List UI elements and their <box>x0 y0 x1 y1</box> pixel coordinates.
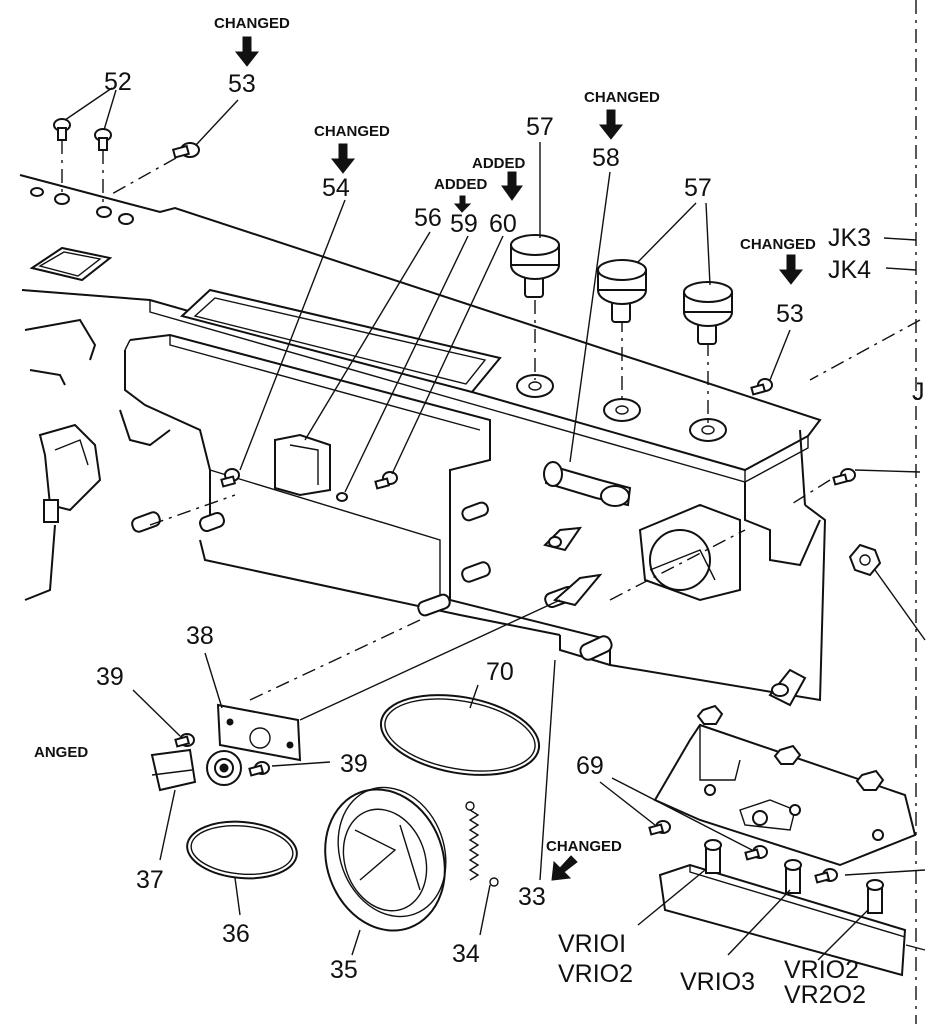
part-38: 38 <box>186 622 214 650</box>
resistor-vr103: VRIO3 <box>680 968 755 996</box>
part-59: 59 <box>450 210 478 238</box>
part-36: 36 <box>222 920 250 948</box>
top-panel <box>19 174 822 483</box>
part-56: 56 <box>414 204 442 232</box>
part-33: 33 <box>518 883 546 911</box>
chassis-frame <box>24 318 882 707</box>
jack-j: J <box>912 378 925 406</box>
part-39-left: 39 <box>96 663 124 691</box>
resistor-vr102-right: VRIO2 <box>784 956 859 984</box>
knobs <box>510 234 733 345</box>
part-60: 60 <box>489 210 517 238</box>
part-70: 70 <box>486 658 514 686</box>
tag-changed-partial: ANGED <box>34 744 88 761</box>
resistor-vr102-left: VRIO2 <box>558 960 633 988</box>
tag-changed-33: CHANGED <box>546 838 622 855</box>
part-54: 54 <box>322 174 350 202</box>
leader-lines <box>61 87 926 961</box>
jack-jk4: JK4 <box>828 256 871 284</box>
tag-changed-54: CHANGED <box>314 123 390 140</box>
part-58: 58 <box>592 144 620 172</box>
screws <box>53 118 856 884</box>
tag-added-59: ADDED <box>434 176 488 193</box>
part-52: 52 <box>104 68 132 96</box>
tag-changed-58: CHANGED <box>584 89 660 106</box>
part-53-right: 53 <box>776 300 804 328</box>
jack-jk3: JK3 <box>828 224 871 252</box>
part-69: 69 <box>576 752 604 780</box>
change-arrows <box>234 36 804 881</box>
part-39-right: 39 <box>340 750 368 778</box>
part-57-right: 57 <box>684 174 712 202</box>
knob-57-b <box>597 259 647 323</box>
knob-57-a <box>510 234 560 298</box>
part-35: 35 <box>330 956 358 984</box>
part-37: 37 <box>136 866 164 894</box>
part-53-top: 53 <box>228 70 256 98</box>
part-57-left: 57 <box>526 113 554 141</box>
part-34: 34 <box>452 940 480 968</box>
lower-parts <box>150 694 917 977</box>
knob-57-c <box>683 281 733 345</box>
tag-changed-53-right: CHANGED <box>740 236 816 253</box>
resistor-vr202: VR2O2 <box>784 981 866 1009</box>
resistor-vr101: VRIOI <box>558 930 626 958</box>
tag-added-60: ADDED <box>472 155 526 172</box>
callout-tags: CHANGED CHANGED ADDED ADDED CHANGED CHAN… <box>34 15 816 855</box>
part-numbers: 52 53 54 56 59 60 57 58 57 53 38 39 39 7… <box>96 68 925 1009</box>
tag-changed-53-top: CHANGED <box>214 15 290 32</box>
